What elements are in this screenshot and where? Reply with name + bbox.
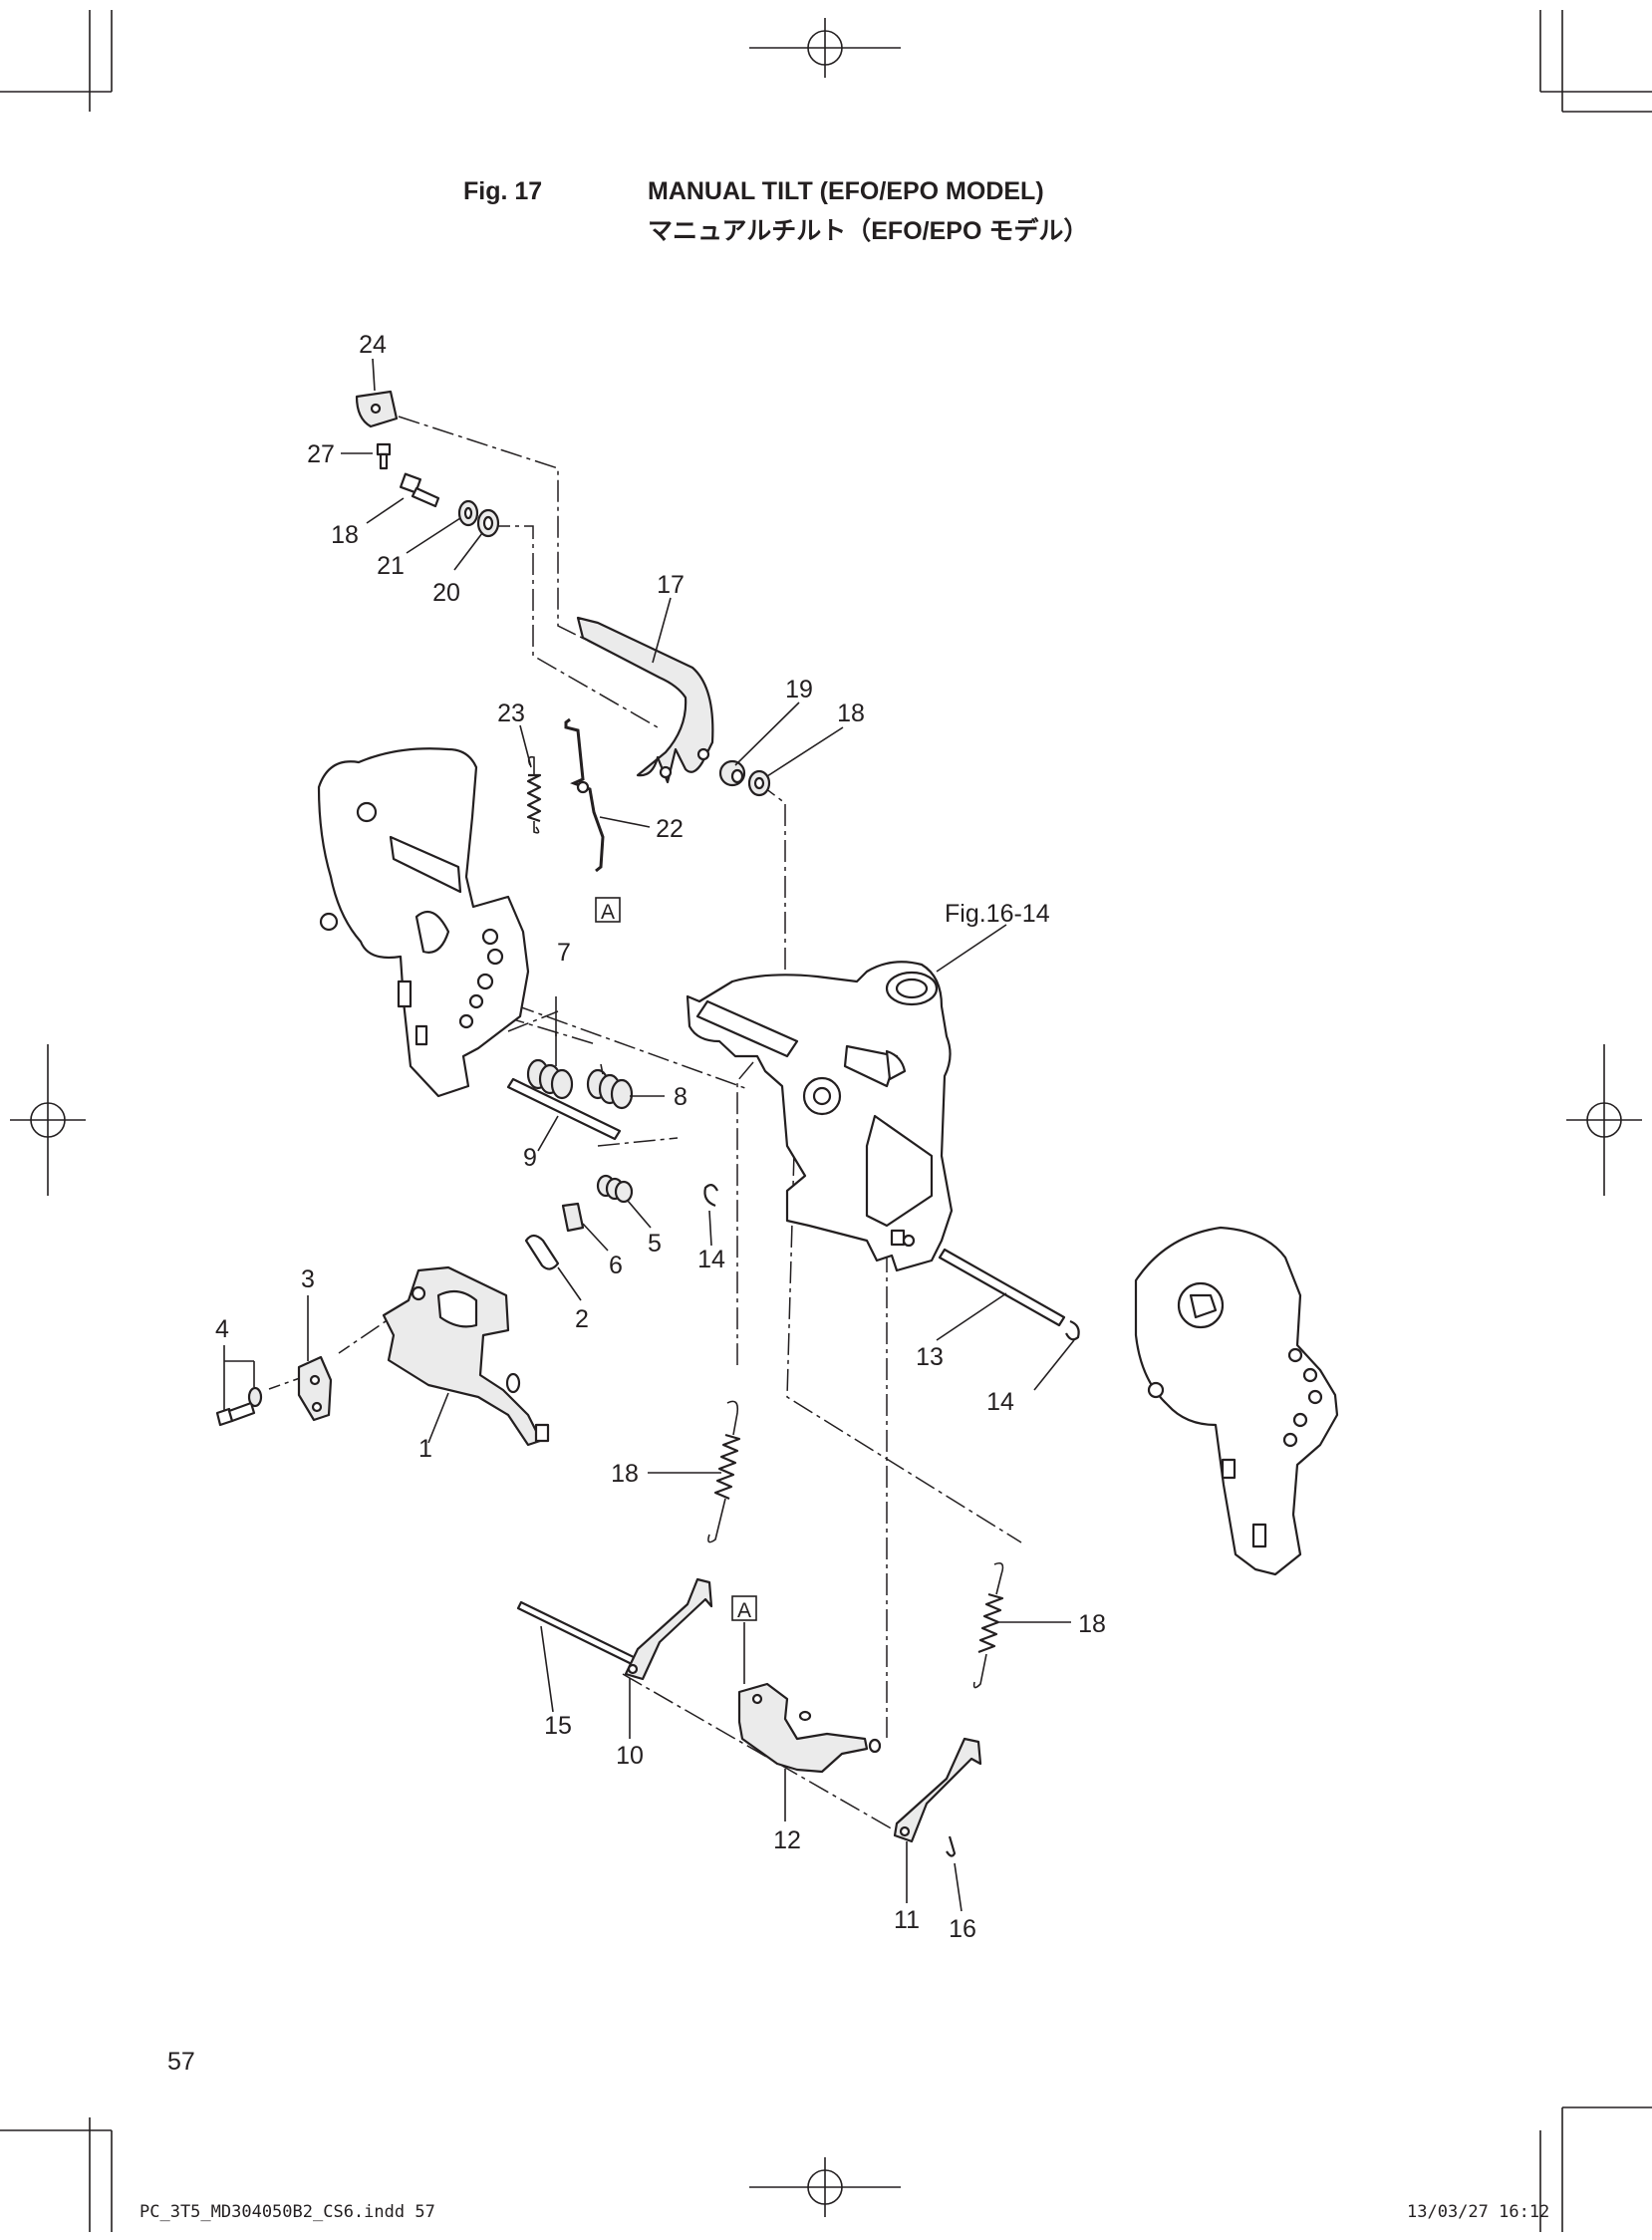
part-2-pin	[524, 1234, 560, 1270]
callout-11: 11	[894, 1906, 920, 1934]
part-15-pin	[516, 1600, 640, 1668]
part-18-spring-lower	[972, 1561, 1004, 1689]
callout-labels: 24 27 18 21 20 17 19 18 23 22 Fig.16-14 …	[215, 331, 1106, 1943]
part-4-bolt	[215, 1386, 263, 1427]
part-17-tilt-lever	[576, 616, 714, 784]
part-25-spring	[526, 755, 542, 834]
figure-title: MANUAL TILT (EFO/EPO MODEL)	[648, 177, 1044, 205]
footer-file-name: PC_3T5_MD304050B2_CS6.indd 57	[139, 2202, 435, 2222]
part-11-arm	[893, 1737, 982, 1843]
part-21-bushing	[718, 759, 746, 787]
crop-marks	[0, 10, 1652, 2232]
callout-10: 10	[616, 1742, 644, 1770]
part-20-washer	[747, 769, 771, 797]
part-9-shaft	[506, 1077, 622, 1141]
footer-timestamp: 13/03/27 16:12	[1407, 2202, 1550, 2222]
detail-marker-a-upper: A	[595, 897, 621, 924]
svg-text:A: A	[737, 1599, 751, 1622]
callout-14-right: 14	[986, 1388, 1014, 1416]
part-22-washer	[476, 508, 500, 538]
callout-9: 9	[523, 1144, 537, 1172]
part-16-cotter-pin	[946, 1835, 957, 1857]
part-24-rod	[564, 717, 605, 873]
callout-20: 18	[837, 700, 865, 727]
stern-bracket-left	[317, 747, 530, 1098]
callout-24: 22	[656, 815, 684, 843]
part-18-spring-upper	[707, 1400, 741, 1543]
part-26-cap	[355, 390, 399, 428]
callout-7: 7	[557, 939, 571, 967]
part-27-screw	[376, 442, 392, 470]
callout-26: 24	[359, 331, 387, 359]
callout-18-lower: 18	[1078, 1610, 1106, 1638]
stern-bracket-right	[1134, 1226, 1339, 1576]
leader-lines	[223, 358, 1075, 1912]
registration-target-top	[749, 18, 901, 78]
callout-27: 27	[307, 440, 335, 468]
callout-19: 18	[331, 521, 359, 549]
callout-5: 5	[648, 1230, 662, 1258]
part-19-bolt	[399, 472, 440, 508]
figure-number: Fig. 17	[463, 177, 543, 205]
callout-17: 17	[657, 571, 685, 599]
callout-13: 13	[916, 1343, 944, 1371]
callout-21: 19	[785, 676, 813, 703]
registration-target-left	[10, 1044, 86, 1196]
figure-title-japanese: マニュアルチルト（EFO/EPO モデル）	[648, 217, 1089, 245]
callout-23: 21	[377, 552, 405, 580]
callout-6: 6	[609, 1252, 623, 1279]
callout-14-left: 14	[697, 1246, 725, 1273]
part-12-link-plate	[737, 1682, 882, 1774]
callout-15: 15	[544, 1712, 572, 1740]
callout-16: 16	[949, 1915, 976, 1943]
callout-25: 23	[497, 700, 525, 727]
reference-fig-16-14: Fig.16-14	[945, 900, 1050, 928]
callout-22: 20	[432, 579, 460, 607]
part-23-washer	[457, 499, 479, 527]
callout-1: 1	[418, 1435, 432, 1463]
callout-3: 3	[301, 1265, 315, 1293]
part-14-clip-right	[1065, 1319, 1080, 1341]
part-8-spring	[586, 1063, 634, 1110]
callout-18-upper: 18	[611, 1460, 639, 1488]
callout-12: 12	[773, 1826, 801, 1854]
detail-marker-a-lower: A	[731, 1595, 757, 1622]
part-5-spring	[596, 1174, 634, 1204]
callout-8: 8	[674, 1083, 688, 1111]
swivel-bracket-housing	[686, 961, 954, 1272]
part-3-plate	[297, 1355, 333, 1422]
page-number: 57	[167, 2048, 195, 2076]
svg-text:A: A	[601, 901, 615, 924]
callout-4: 4	[215, 1315, 229, 1343]
registration-target-right	[1566, 1044, 1642, 1196]
part-13-shaft	[938, 1248, 1066, 1327]
part-6-stopper	[561, 1202, 585, 1233]
part-14-clip-left	[703, 1184, 718, 1208]
registration-target-bottom	[749, 2157, 901, 2217]
part-1-tilt-arm	[382, 1265, 550, 1447]
callout-2: 2	[575, 1305, 589, 1333]
part-7-spring	[526, 1031, 574, 1100]
part-10-arm	[624, 1577, 713, 1681]
